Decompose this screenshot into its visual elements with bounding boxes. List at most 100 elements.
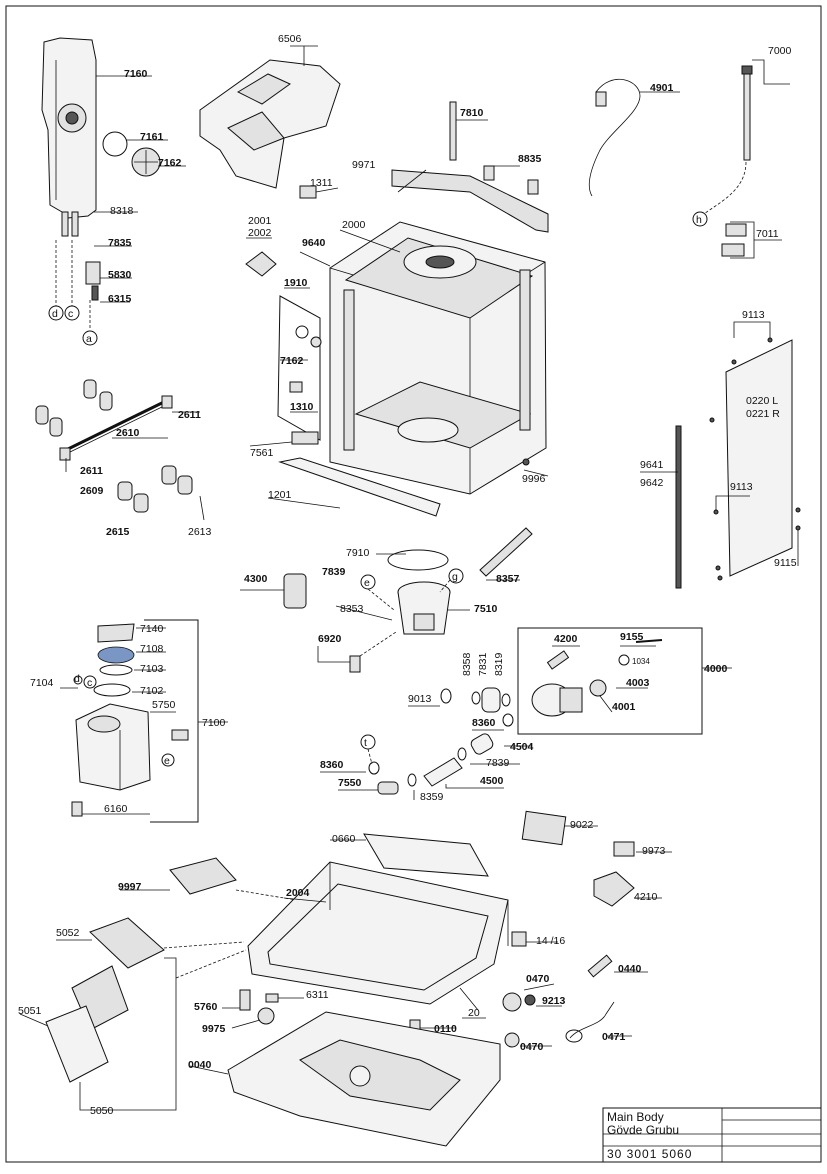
leader-2004 [283,897,327,903]
leader-8353 [335,605,393,621]
label-2001: 2001 [248,215,272,227]
part-2000-tub [329,221,547,495]
part-8360a-clamp [502,713,514,727]
callout-circle-c2 [83,675,97,689]
label-6506: 6506 [278,33,302,45]
part-8319-clamp [501,693,511,707]
label-9155: 9155 [620,631,644,643]
part-8359-clamp [407,773,417,787]
part-7162b-ring [295,325,309,339]
label-4210: 4210 [634,891,658,903]
leader-6920 [317,646,350,663]
leader-4001 [599,695,613,713]
leader-e1 [367,588,395,611]
part-2611-clip-d [49,417,63,437]
label-4000: 4000 [704,663,728,675]
screw-9113a-1 [731,359,737,365]
screw-9113a-2 [767,337,773,343]
label-9013: 9013 [408,693,432,705]
part-9971-rail [391,169,549,233]
leader-1311 [315,187,339,193]
label-8835: 8835 [518,153,542,165]
part-7550-valve [377,781,399,795]
label-8318: 8318 [110,205,134,217]
leader-5050 [79,957,177,1111]
leader-9640 [299,251,331,267]
callout-circle-a [82,330,98,346]
leader-4500 [445,784,504,789]
part-7910-seal [387,549,449,571]
part-2611-end [161,395,173,409]
label-20: 20 [468,1007,480,1019]
part-2611-clip-c [35,405,49,425]
label-6920: 6920 [318,633,342,645]
part-4200-heater-pin [546,650,570,670]
label-4500: 4500 [480,775,504,787]
leader-6920-d [359,631,397,657]
label-0470a: 0470 [526,973,550,985]
callout-circle-g [448,568,464,584]
label-t: t [364,737,367,749]
part-1034-washer [618,654,630,666]
part-7160-panel [41,37,97,237]
part-0471-ring [565,1029,583,1043]
part-4210-inlet [593,871,635,907]
part-4901-cable [588,78,641,197]
label-1201: 1201 [268,489,292,501]
label-7839a: 7839 [322,566,346,578]
label-9642: 9642 [640,477,664,489]
label-layer: 6506 7160 7161 7162 8318 7835 5830 6315 … [18,33,797,1117]
part-9641-strip [675,425,682,589]
label-7104: 7104 [30,677,54,689]
label-5051: 5051 [18,1005,42,1017]
part-0220-side-panel [725,339,793,577]
part-7831-hose [481,687,501,713]
label-4003: 4003 [626,677,650,689]
part-1310-bracket [289,381,303,393]
part-1416-clip [511,931,527,947]
part-2613-screw [199,495,205,521]
label-5830: 5830 [108,269,132,281]
label-8353: 8353 [340,603,364,615]
label-7550: 7550 [338,777,362,789]
label-6315: 6315 [108,293,132,305]
part-6311-clip [265,993,279,1003]
part-5051-control-board [45,965,129,1083]
title-block-title-en: Main Body [607,1110,664,1124]
label-7839b: 7839 [486,757,510,769]
part-2609-clip-a [161,465,177,485]
label-5050: 5050 [90,1105,114,1117]
part-7140-cap [97,623,135,643]
part-1201-plinth [278,457,441,517]
part-7839b-clamp [457,747,467,761]
part-8835-clips [483,165,539,195]
part-0470a-float [502,992,522,1012]
part-7810-rod [449,101,457,161]
part-4003-impeller [589,679,607,697]
label-0470b: 0470 [520,1041,544,1053]
label-7160: 7160 [124,68,148,80]
label-0471: 0471 [602,1031,626,1043]
part-9973-switch [613,841,635,857]
label-2609: 2609 [80,485,104,497]
label-9641: 9641 [640,459,664,471]
part-7102-ring [93,683,131,697]
callout-circle-d [48,305,64,321]
label-8358: 8358 [461,652,473,676]
leader-9975 [231,1019,261,1029]
label-2004: 2004 [286,887,310,899]
label-d2: d [74,673,80,685]
leader-0040 [189,1065,229,1075]
box-4000 [517,627,703,735]
label-9115: 9115 [774,557,797,569]
label-7161: 7161 [140,131,164,143]
label-h: h [696,214,702,226]
label-7103: 7103 [140,663,164,675]
part-6920-sensor [349,655,361,673]
part-20-pin [459,987,479,1011]
title-block: Main Body Gövde Grubu 30 3001 5060 [602,1107,822,1163]
leader-0470a [523,983,555,991]
part-4500-hose [423,757,463,787]
label-7810: 7810 [460,107,484,119]
part-9155-screw [635,639,663,643]
